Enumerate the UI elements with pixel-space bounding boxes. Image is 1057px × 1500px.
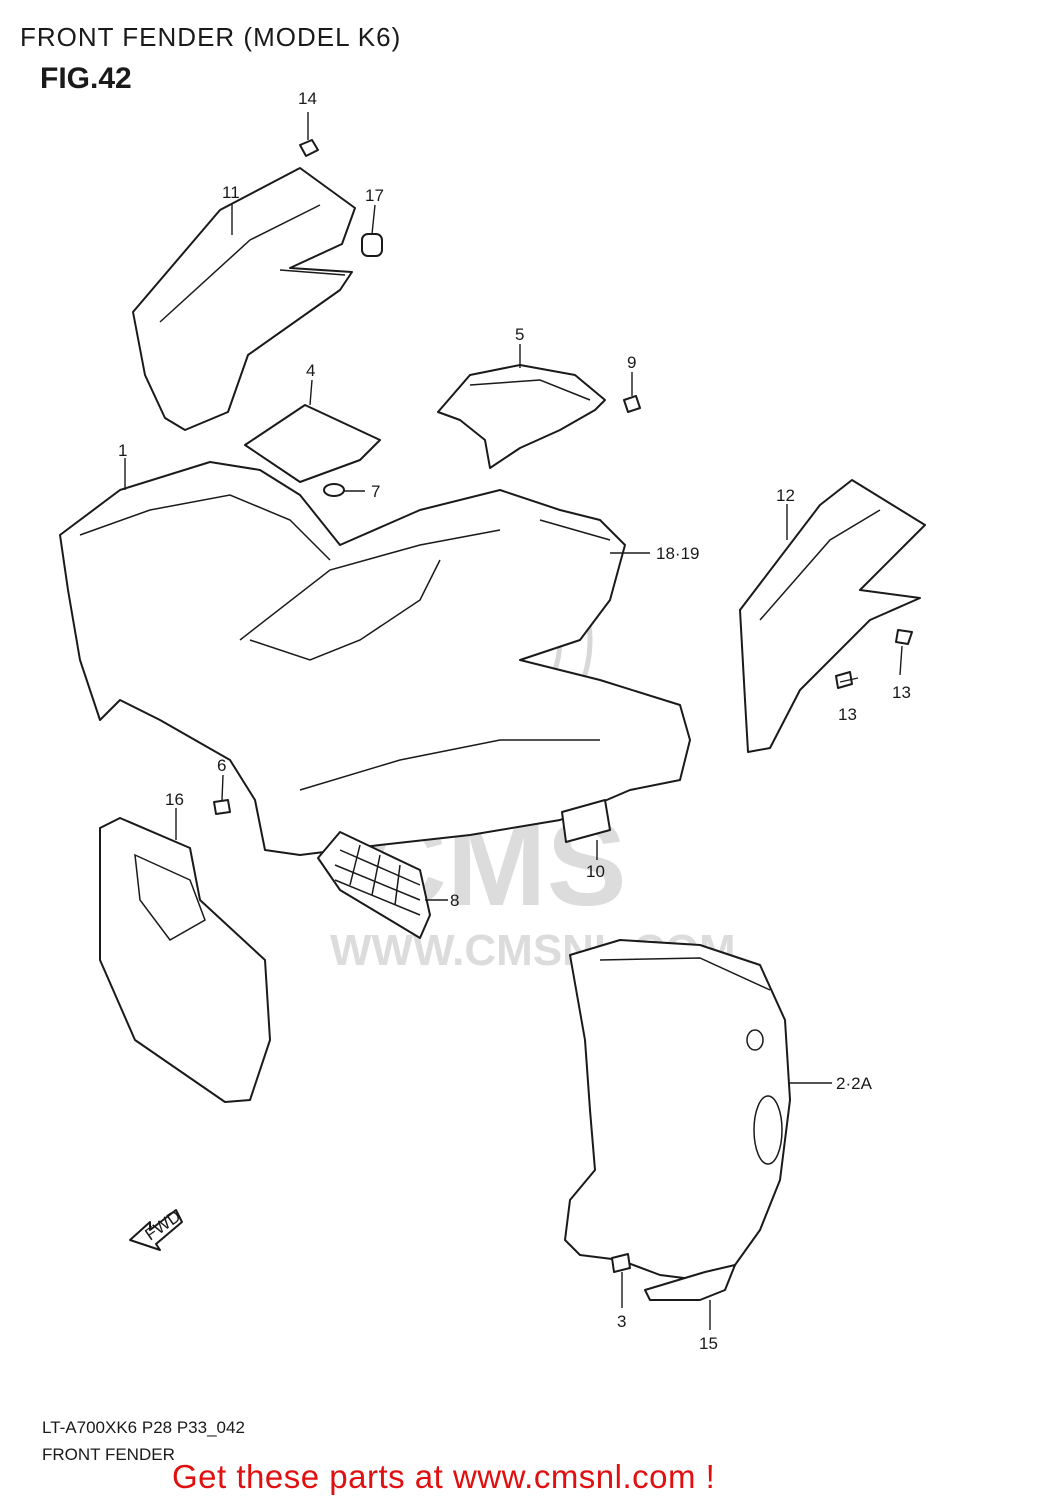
part-16-panel bbox=[99, 817, 271, 1103]
part-11-left-panel bbox=[132, 167, 356, 431]
part-6-bolt bbox=[213, 799, 231, 815]
part-10-label bbox=[561, 799, 611, 843]
part-13-bolts bbox=[835, 629, 913, 689]
part-7-grommet bbox=[323, 483, 345, 497]
part-9-screw bbox=[623, 395, 641, 413]
leader-lines bbox=[124, 112, 903, 1330]
part-1-front-fender bbox=[59, 461, 691, 856]
callout-14: 14 bbox=[298, 89, 317, 108]
callout-8: 8 bbox=[450, 891, 459, 910]
callout-17: 17 bbox=[365, 186, 384, 205]
part-5-cover bbox=[437, 364, 606, 469]
part-2-inner-fender bbox=[564, 939, 791, 1281]
callout-4: 4 bbox=[306, 361, 315, 380]
page-title: FRONT FENDER (MODEL K6) bbox=[20, 22, 402, 52]
part-3-bolt bbox=[611, 1253, 631, 1273]
callout-1: 1 bbox=[118, 441, 127, 460]
footer-title: FRONT FENDER bbox=[42, 1445, 175, 1464]
callout-5: 5 bbox=[515, 325, 524, 344]
callout-11: 11 bbox=[222, 183, 240, 202]
part-15-flap bbox=[644, 1264, 736, 1301]
callout-12: 12 bbox=[776, 486, 795, 505]
part-4-lid bbox=[244, 404, 381, 483]
callout-16: 16 bbox=[165, 790, 184, 809]
diagram-code: LT-A700XK6 P28 P33_042 bbox=[42, 1418, 245, 1437]
callout-13-right: 13 bbox=[892, 683, 911, 702]
callout-13-left: 13 bbox=[838, 705, 857, 724]
parts-link-banner[interactable]: Get these parts at www.cmsnl.com ! bbox=[172, 1458, 716, 1495]
part-12-right-panel bbox=[739, 479, 926, 753]
part-17-grommet bbox=[361, 233, 383, 257]
callout-2-2a: 2·2A bbox=[836, 1074, 873, 1093]
callout-7: 7 bbox=[371, 482, 380, 501]
forward-arrow-icon: FWD bbox=[129, 1207, 184, 1251]
part-8-grille bbox=[317, 831, 431, 939]
callout-10: 10 bbox=[586, 862, 605, 881]
callout-labels: 14 11 17 5 9 4 1 7 12 18·19 13 13 6 16 1… bbox=[118, 89, 911, 1353]
callout-6: 6 bbox=[217, 756, 226, 775]
callout-9: 9 bbox=[627, 353, 636, 372]
part-14-bolt bbox=[299, 139, 319, 157]
callout-15: 15 bbox=[699, 1334, 718, 1353]
figure-number: FIG.42 bbox=[40, 62, 132, 95]
callout-3: 3 bbox=[617, 1312, 626, 1331]
callout-18-19: 18·19 bbox=[656, 544, 699, 563]
